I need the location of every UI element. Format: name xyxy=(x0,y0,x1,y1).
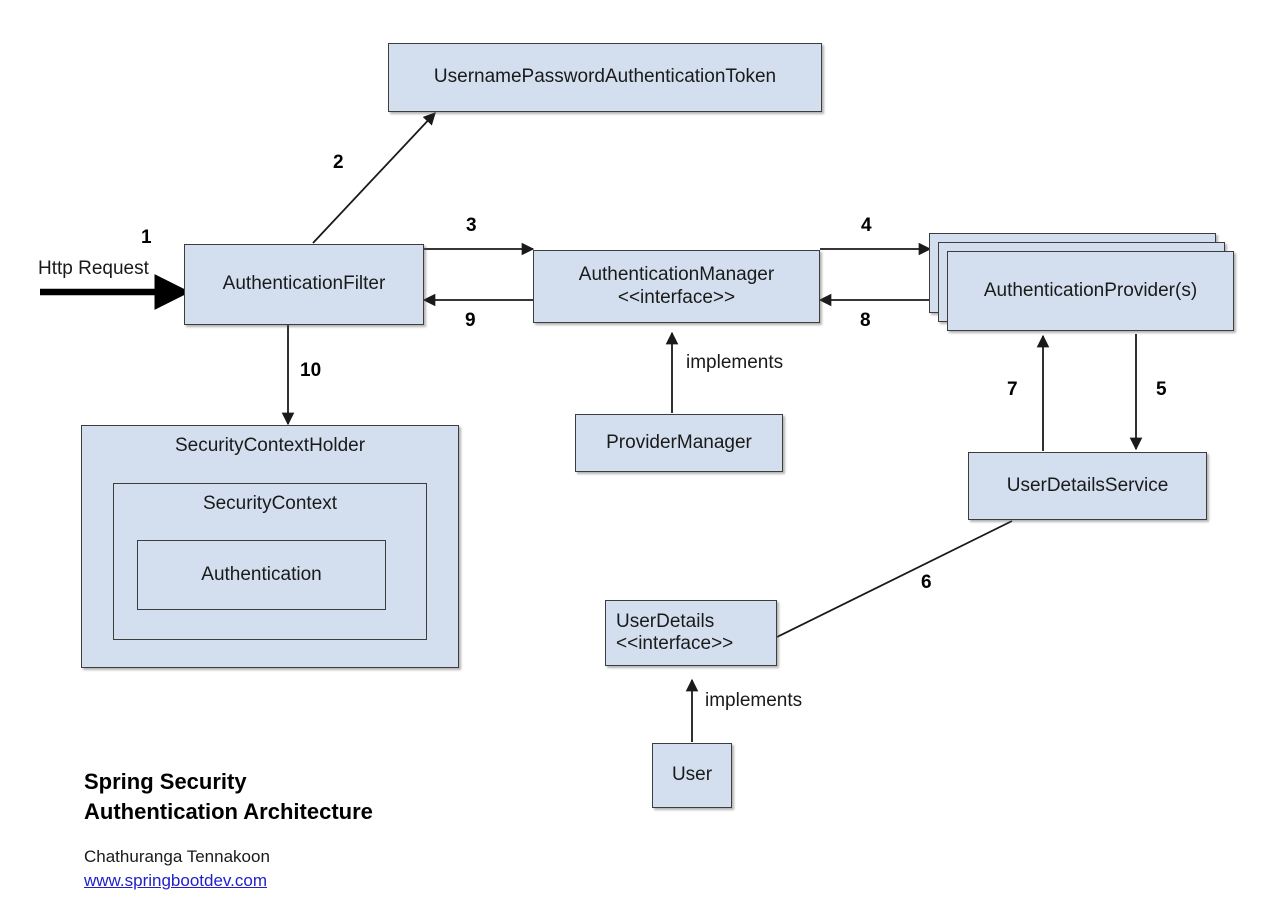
node-label: UserDetailsService xyxy=(1006,474,1169,496)
edge-label-4: 4 xyxy=(861,215,872,236)
diagram-author: Chathuranga Tennakoon xyxy=(84,847,270,866)
edge-label-5: 5 xyxy=(1156,379,1167,400)
edge-label-2: 2 xyxy=(333,152,344,173)
node-label: User xyxy=(671,764,713,786)
node-authentication-filter[interactable]: AuthenticationFilter xyxy=(184,244,424,325)
node-label: UserDetails xyxy=(616,610,715,632)
http-request-label: Http Request xyxy=(38,258,149,279)
node-provider-manager[interactable]: ProviderManager xyxy=(575,414,783,472)
edge-label-1: 1 xyxy=(141,227,152,248)
node-username-password-authentication-token[interactable]: UsernamePasswordAuthenticationToken xyxy=(388,43,822,112)
node-label: AuthenticationFilter xyxy=(222,273,386,295)
node-stereotype: <<interface>> xyxy=(617,286,736,308)
node-label: SecurityContextHolder xyxy=(174,435,366,456)
edge-label-8: 8 xyxy=(860,310,871,331)
node-authentication-manager[interactable]: AuthenticationManager <<interface>> xyxy=(533,250,820,323)
node-label: SecurityContext xyxy=(202,493,338,514)
node-label: Authentication xyxy=(201,563,322,585)
node-stereotype: <<interface>> xyxy=(616,633,734,654)
node-label: AuthenticationManager xyxy=(578,264,775,286)
edge-label-9: 9 xyxy=(465,310,476,331)
edge-2-filter-to-token xyxy=(312,112,436,244)
node-label: UsernamePasswordAuthenticationToken xyxy=(433,66,777,88)
node-user-details-service[interactable]: UserDetailsService xyxy=(968,452,1207,520)
diagram-link[interactable]: www.springbootdev.com xyxy=(84,871,267,890)
edge-6-user-details-service-to-user-details xyxy=(776,520,1013,638)
diagram-title-line1: Spring Security xyxy=(84,769,247,794)
node-label: ProviderManager xyxy=(606,431,752,453)
edge-label-10: 10 xyxy=(300,360,322,381)
implements-label-user: implements xyxy=(705,690,803,711)
diagram-title-line2: Authentication Architecture xyxy=(84,799,373,824)
node-label: AuthenticationProvider(s) xyxy=(983,279,1198,301)
implements-label-provider-manager: implements xyxy=(686,352,784,373)
node-authentication[interactable]: Authentication xyxy=(137,540,386,610)
node-user[interactable]: User xyxy=(652,743,732,808)
node-authentication-provider[interactable]: AuthenticationProvider(s) xyxy=(947,251,1234,331)
edge-label-7: 7 xyxy=(1007,379,1018,400)
edge-label-6: 6 xyxy=(921,572,932,593)
edge-label-3: 3 xyxy=(466,215,477,236)
node-user-details[interactable]: UserDetails <<interface>> xyxy=(605,600,777,666)
